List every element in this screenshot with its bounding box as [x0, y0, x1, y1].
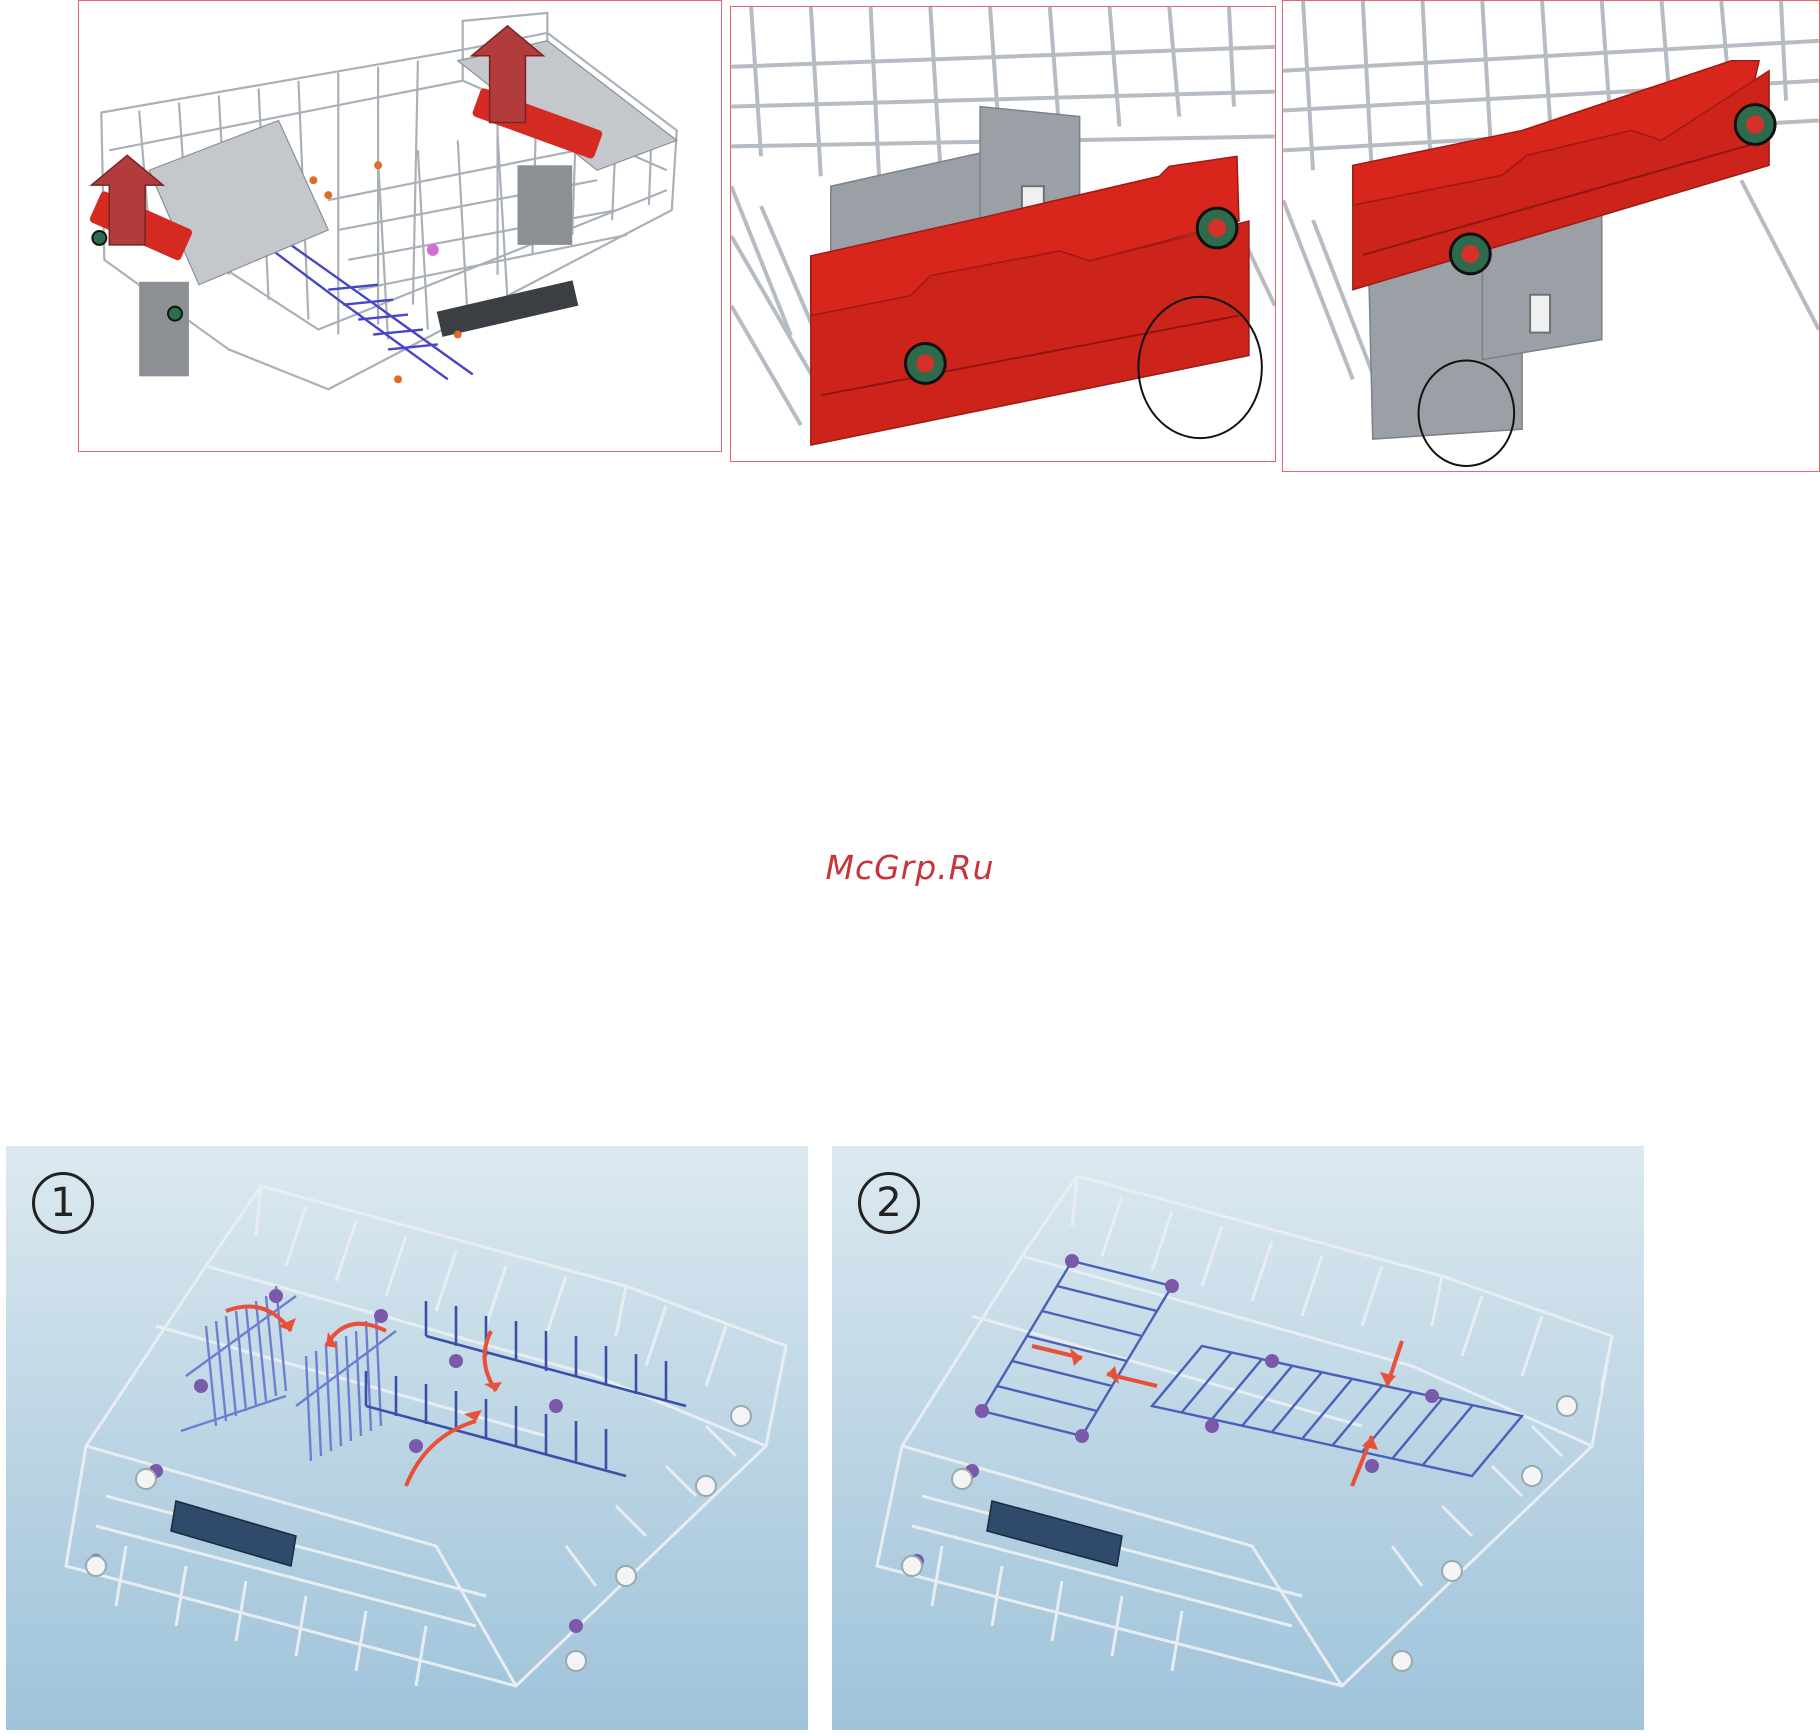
rack-overview-panel [78, 0, 722, 452]
rack-overview-illustration [79, 1, 721, 451]
adjuster-closeup-lowered-panel [730, 6, 1276, 462]
step-one-panel: 1 [6, 1146, 808, 1730]
step-one-number: 1 [32, 1172, 94, 1234]
adjuster-closeup-raised-panel [1282, 0, 1820, 472]
step-two-number: 2 [858, 1172, 920, 1234]
watermark-text: McGrp.Ru [0, 848, 1820, 887]
step-two-rack-illustration [832, 1146, 1644, 1730]
step-two-panel: 2 [832, 1146, 1644, 1730]
adjuster-raised-illustration [1283, 1, 1819, 471]
adjuster-lowered-illustration [731, 7, 1275, 461]
step-one-rack-illustration [6, 1146, 808, 1730]
